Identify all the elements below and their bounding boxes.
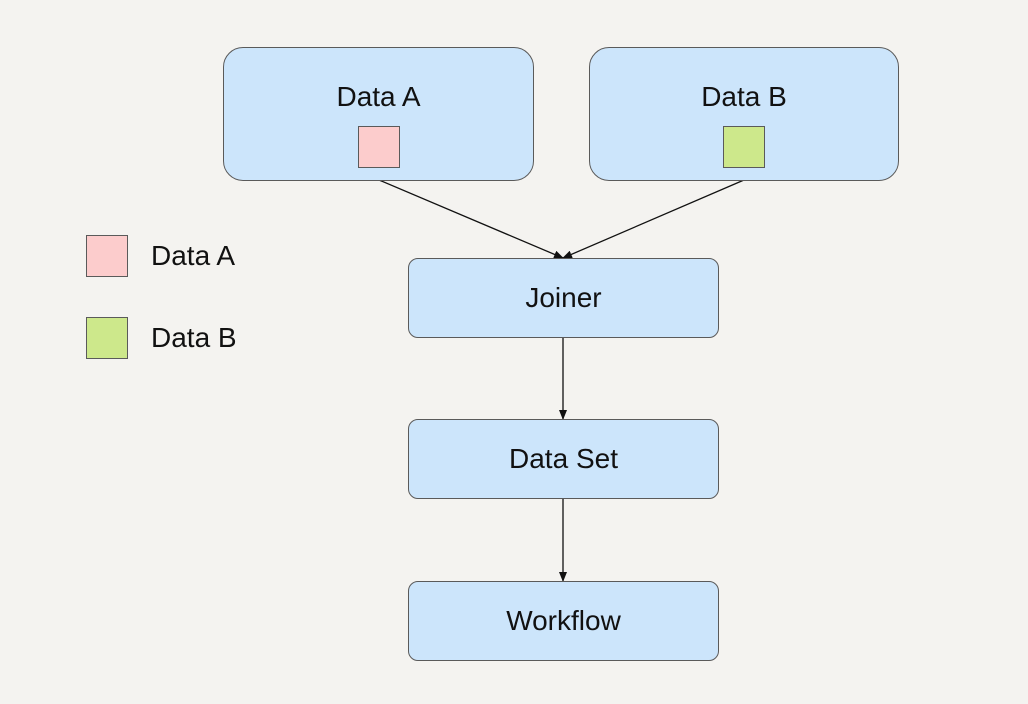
node-data-set-label: Data Set	[509, 443, 618, 474]
legend-item-data-b: Data B	[86, 317, 237, 359]
node-data-b-label: Data B	[701, 81, 787, 112]
node-workflow[interactable]: Workflow	[408, 581, 719, 661]
legend-label-data-b: Data B	[151, 322, 237, 353]
edge-data-b-to-joiner	[562, 179, 745, 259]
legend-swatch-data-a	[86, 235, 128, 277]
node-data-a[interactable]: Data A	[223, 47, 534, 181]
node-data-b[interactable]: Data B	[589, 47, 899, 181]
data-b-swatch	[723, 126, 765, 168]
legend-label-data-a: Data A	[151, 240, 236, 271]
node-joiner[interactable]: Joiner	[408, 258, 719, 338]
node-workflow-label: Workflow	[506, 605, 621, 636]
node-data-set[interactable]: Data Set	[408, 419, 719, 499]
node-data-a-label: Data A	[336, 81, 421, 112]
node-joiner-label: Joiner	[525, 282, 602, 313]
edge-data-a-to-joiner	[378, 179, 564, 259]
legend-swatch-data-b	[86, 317, 128, 359]
legend-item-data-a: Data A	[86, 235, 235, 277]
data-a-swatch	[357, 126, 400, 168]
